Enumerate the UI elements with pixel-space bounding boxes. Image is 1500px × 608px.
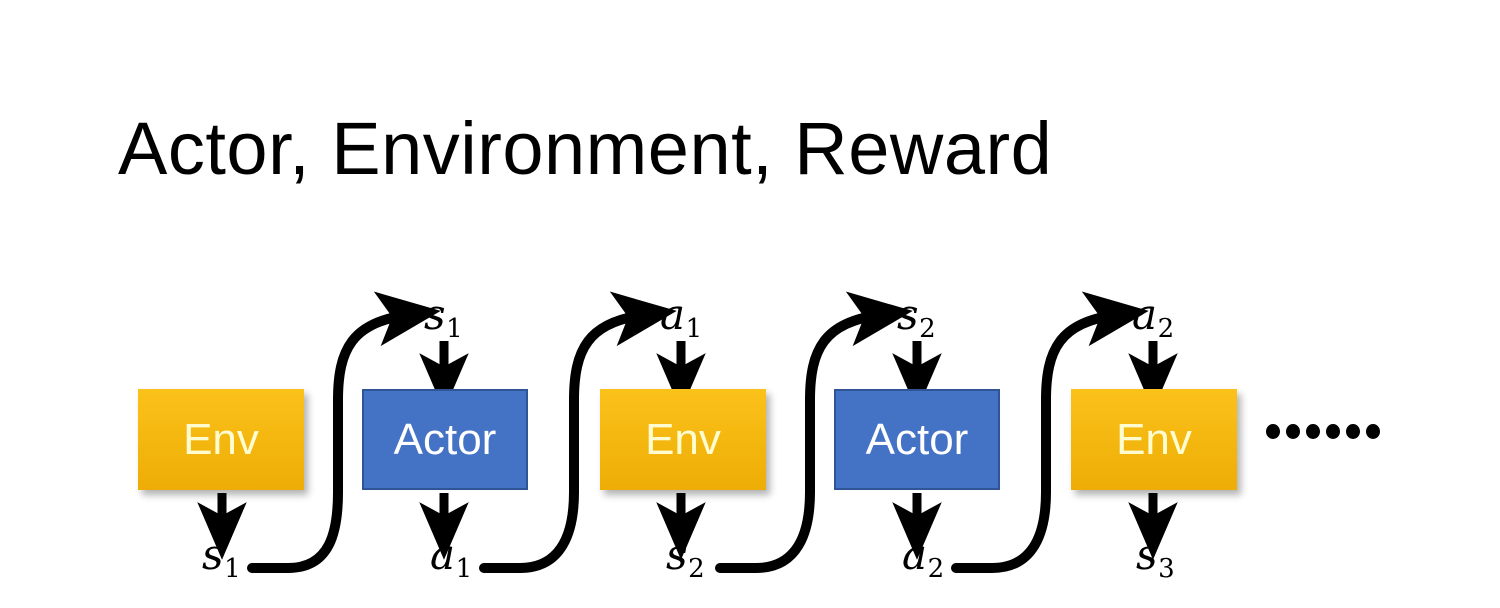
ellipsis-group bbox=[1326, 424, 1380, 439]
label-action-a1-bottom: a1 bbox=[430, 534, 472, 582]
symbol: s bbox=[666, 530, 688, 579]
symbol: s bbox=[424, 290, 446, 339]
subscript: 1 bbox=[455, 553, 473, 584]
subscript: 2 bbox=[1157, 313, 1175, 344]
node-actor-1[interactable]: Actor bbox=[362, 389, 528, 490]
label-state-s2-top: s2 bbox=[897, 294, 936, 342]
ellipsis-dot bbox=[1326, 424, 1340, 439]
subscript: 3 bbox=[1158, 553, 1175, 584]
symbol: a bbox=[1132, 290, 1158, 339]
symbol: a bbox=[902, 530, 928, 579]
symbol: s bbox=[202, 530, 224, 579]
ellipsis-continuation-icon bbox=[1266, 424, 1380, 439]
label-state-s2-bottom: s2 bbox=[666, 534, 705, 582]
node-label: Actor bbox=[865, 414, 969, 464]
node-env-2[interactable]: Env bbox=[600, 389, 766, 490]
ellipsis-dot bbox=[1266, 424, 1280, 439]
subscript: 2 bbox=[919, 313, 936, 344]
label-state-s3-bottom: s3 bbox=[1136, 534, 1175, 582]
ellipsis-group bbox=[1266, 424, 1320, 439]
label-action-a2-bottom: a2 bbox=[902, 534, 944, 582]
node-label: Env bbox=[183, 414, 259, 464]
node-label: Env bbox=[645, 414, 721, 464]
ellipsis-dot bbox=[1346, 424, 1360, 439]
ellipsis-dot bbox=[1366, 424, 1380, 439]
node-label: Env bbox=[1116, 414, 1192, 464]
node-env-3[interactable]: Env bbox=[1071, 389, 1237, 490]
node-label: Actor bbox=[393, 414, 497, 464]
symbol: a bbox=[660, 290, 686, 339]
subscript: 2 bbox=[927, 553, 945, 584]
label-action-a1-top: a1 bbox=[660, 294, 702, 342]
label-state-s1-bottom: s1 bbox=[202, 534, 241, 582]
subscript: 1 bbox=[224, 553, 241, 584]
ellipsis-dot bbox=[1306, 424, 1320, 439]
label-action-a2-top: a2 bbox=[1132, 294, 1174, 342]
symbol: s bbox=[897, 290, 919, 339]
node-env-1[interactable]: Env bbox=[138, 389, 304, 490]
node-actor-2[interactable]: Actor bbox=[834, 389, 1000, 490]
ellipsis-dot bbox=[1286, 424, 1300, 439]
page-title: Actor, Environment, Reward bbox=[118, 107, 1053, 190]
label-state-s1-top: s1 bbox=[424, 294, 463, 342]
symbol: s bbox=[1136, 530, 1158, 579]
symbol: a bbox=[430, 530, 456, 579]
subscript: 2 bbox=[688, 553, 705, 584]
subscript: 1 bbox=[685, 313, 703, 344]
subscript: 1 bbox=[446, 313, 463, 344]
